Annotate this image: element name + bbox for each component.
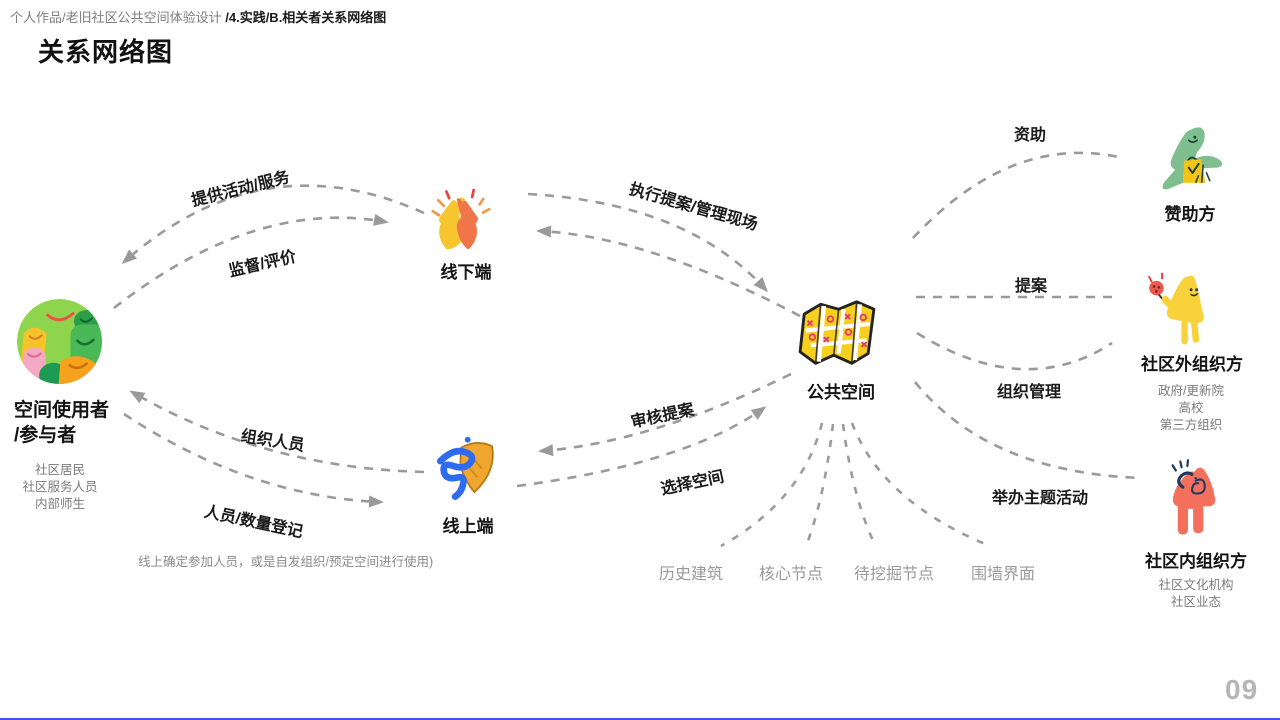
edge-feature-core [804,423,835,547]
edge-label-execute-manage: 执行提案/管理现场 [627,180,760,234]
page-title: 关系网络图 [38,37,174,67]
edge-fund [912,151,1124,239]
edge-feature-historic [720,422,824,548]
edge-label-proposal: 提案 [1014,278,1048,295]
inside-org-icon [1156,456,1220,540]
node-sub-user: 社区居民 社区服务人员 内部师生 [22,463,98,511]
edge-label-review-proposal: 审核提案 [629,401,696,432]
feature-label-potential: 待挖掘节点 [853,566,935,583]
breadcrumb-current: /4.实践/B.相关者关系网络图 [225,10,387,25]
node-label-sponsor: 赞助方 [1164,205,1216,224]
footnote: 线上确定参加人员，或是自发组织/预定空间进行使用) [138,555,434,569]
feature-label-wall: 围墙界面 [970,566,1036,583]
node-label-inside-org: 社区内组织方 [1145,552,1247,571]
feature-label-core: 核心节点 [758,566,824,583]
node-sub-outside-org: 政府/更新院 高校 第三方组织 [1158,384,1224,432]
outside-org-icon [1142,272,1224,346]
page-number: 09 [1225,674,1259,705]
edge-feature-potential [841,423,878,548]
node-label-online: 线上端 [442,517,494,536]
map-icon [796,297,878,369]
feature-label-historic: 历史建筑 [658,566,724,583]
edge-label-org-manage: 组织管理 [996,384,1062,401]
edge-label-supervise-evaluate: 监督/评价 [227,248,298,281]
node-label-user: 空间使用者 /参与者 [14,400,110,446]
bottom-accent-bar [0,718,1280,720]
node-sub-inside-org: 社区文化机构 社区业态 [1158,578,1234,609]
edge-feature-wall [850,422,991,548]
node-label-outside-org: 社区外组织方 [1141,355,1243,374]
edge-label-host-events: 举办主题活动 [991,490,1089,507]
sponsor-icon [1150,122,1226,192]
edge-label-fund: 资助 [1013,127,1047,144]
node-label-public-space: 公共空间 [807,383,875,402]
edge-back-to-offline [536,225,801,318]
breadcrumb: 个人作品/老旧社区公共空间体验设计 /4.实践/B.相关者关系网络图 [10,7,386,26]
edge-label-register-people: 人员/数量登记 [202,503,305,542]
breadcrumb-section: 个人作品/老旧社区公共空间体验设计 [10,10,226,25]
edge-label-select-space: 选择空间 [659,468,726,499]
online-icon [427,432,501,508]
edge-label-provide-services: 提供活动/服务 [189,169,292,210]
user-group-icon [17,299,102,384]
high-five-icon [426,183,494,253]
edge-org-manage [916,331,1113,371]
node-label-offline: 线下端 [440,263,492,282]
edge-label-organize-people: 组织人员 [239,428,306,455]
